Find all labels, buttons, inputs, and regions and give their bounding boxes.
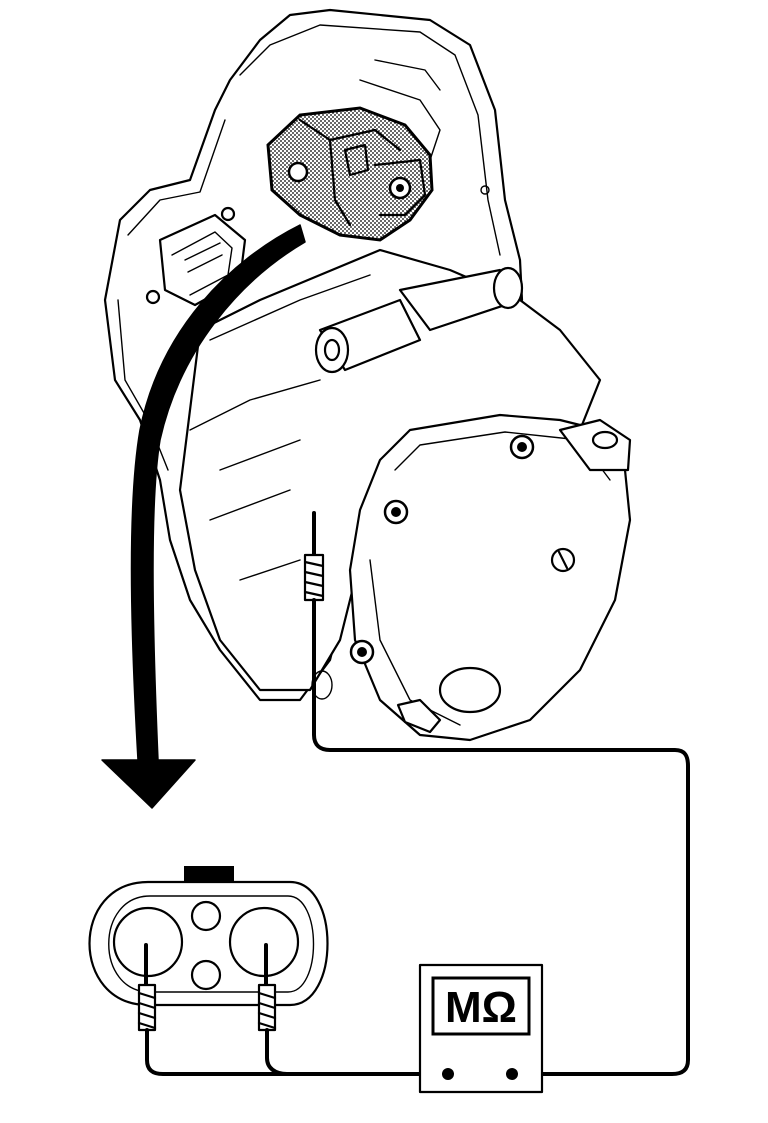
test-probe-right bbox=[257, 943, 277, 1032]
test-lead-left bbox=[145, 1028, 292, 1076]
connector-locking-tab bbox=[184, 866, 234, 884]
bolt bbox=[383, 499, 409, 525]
meter-display bbox=[431, 976, 531, 1036]
compressor-front-head bbox=[348, 413, 632, 742]
connector-face-detail bbox=[88, 866, 329, 1007]
bolt bbox=[509, 434, 535, 460]
meter-terminal-left bbox=[442, 1068, 454, 1080]
compressor-port-fitting bbox=[314, 266, 524, 374]
megohmmeter: MΩ bbox=[418, 963, 544, 1094]
connector-pointer-arrow bbox=[101, 224, 306, 809]
highlighted-connector bbox=[266, 106, 434, 242]
ground-probe bbox=[303, 511, 325, 602]
meter-unit-label: MΩ bbox=[445, 983, 517, 1032]
meter-terminal-right bbox=[506, 1068, 518, 1080]
test-lead-ground bbox=[312, 598, 690, 1076]
bolt bbox=[349, 639, 375, 665]
ac-compressor bbox=[103, 8, 632, 742]
